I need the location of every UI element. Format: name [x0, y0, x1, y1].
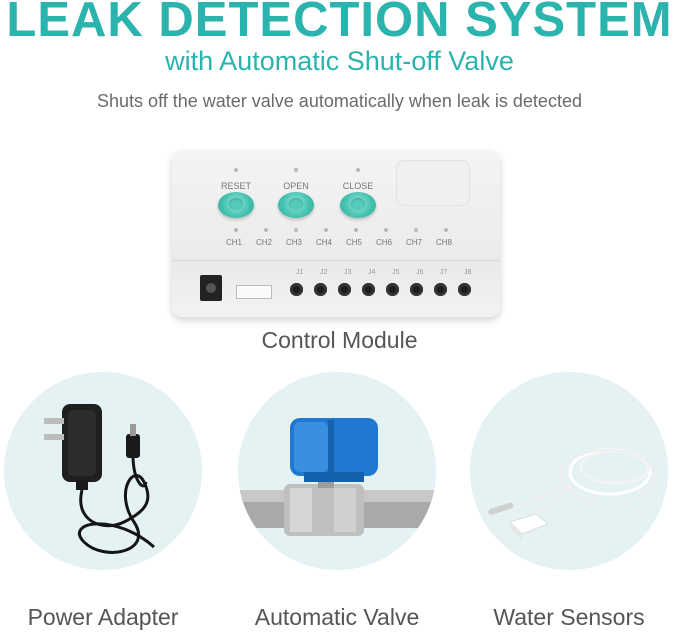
sensor-port[interactable]: [458, 283, 471, 296]
page-title: LEAK DETECTION SYSTEM: [6, 0, 673, 47]
port-label: J5: [392, 269, 400, 276]
close-button[interactable]: [340, 192, 376, 218]
page-subtitle: with Automatic Shut-off Valve: [165, 46, 514, 76]
cable-connector[interactable]: [236, 285, 272, 299]
control-module-caption: Control Module: [261, 327, 418, 353]
port-label: J4: [368, 269, 376, 276]
port-label: J1: [296, 269, 304, 276]
channel-led: [414, 228, 418, 232]
reset-button[interactable]: [218, 192, 254, 218]
indicator-dot: [294, 168, 298, 172]
channel-led: [234, 228, 238, 232]
sensor-port[interactable]: [362, 283, 375, 296]
module-front-panel: J1 J2 J3 J4 J5 J6 J7 J8: [172, 260, 500, 317]
open-button[interactable]: [278, 192, 314, 218]
close-label: CLOSE: [342, 181, 374, 191]
channel-label: CH2: [255, 238, 272, 247]
channel-led: [354, 228, 358, 232]
channel-label: CH1: [225, 238, 242, 247]
channel-label: CH4: [315, 238, 332, 247]
port-label: J6: [416, 269, 424, 276]
channel-label: CH5: [345, 238, 362, 247]
channel-led: [264, 228, 268, 232]
sensor-port[interactable]: [386, 283, 399, 296]
indicator-dot: [356, 168, 360, 172]
control-module-device: RESET OPEN CLOSE CH1 CH2 CH3 CH4 CH5 CH6…: [172, 150, 500, 317]
port-label: J8: [464, 269, 472, 276]
page-tagline: Shuts off the water valve automatically …: [97, 91, 582, 111]
channel-label: CH3: [285, 238, 302, 247]
open-label: OPEN: [283, 181, 309, 191]
channel-label: CH7: [405, 238, 422, 247]
sensor-port[interactable]: [338, 283, 351, 296]
power-adapter-caption: Power Adapter: [27, 604, 179, 630]
channel-led: [384, 228, 388, 232]
automatic-valve-panel: [238, 372, 436, 570]
sensor-port[interactable]: [434, 283, 447, 296]
automatic-valve-caption: Automatic Valve: [254, 604, 420, 630]
port-label: J7: [440, 269, 448, 276]
power-adapter-icon: [44, 404, 155, 554]
sensor-port[interactable]: [410, 283, 423, 296]
channel-led: [444, 228, 448, 232]
sensor-port[interactable]: [314, 283, 327, 296]
channel-label: CH8: [435, 238, 452, 247]
channel-led: [294, 228, 298, 232]
sensor-port[interactable]: [290, 283, 303, 296]
power-adapter-panel: [4, 372, 202, 570]
water-sensor-icon: [488, 448, 655, 540]
channel-led: [324, 228, 328, 232]
water-sensors-panel: [470, 372, 668, 570]
module-logo-area: [396, 160, 470, 206]
channel-label: CH6: [375, 238, 392, 247]
water-sensors-caption: Water Sensors: [493, 604, 645, 630]
port-label: J3: [344, 269, 352, 276]
reset-label: RESET: [220, 181, 251, 191]
power-jack[interactable]: [200, 275, 222, 301]
port-label: J2: [320, 269, 328, 276]
automatic-valve-icon: [238, 418, 436, 536]
indicator-dot: [234, 168, 238, 172]
